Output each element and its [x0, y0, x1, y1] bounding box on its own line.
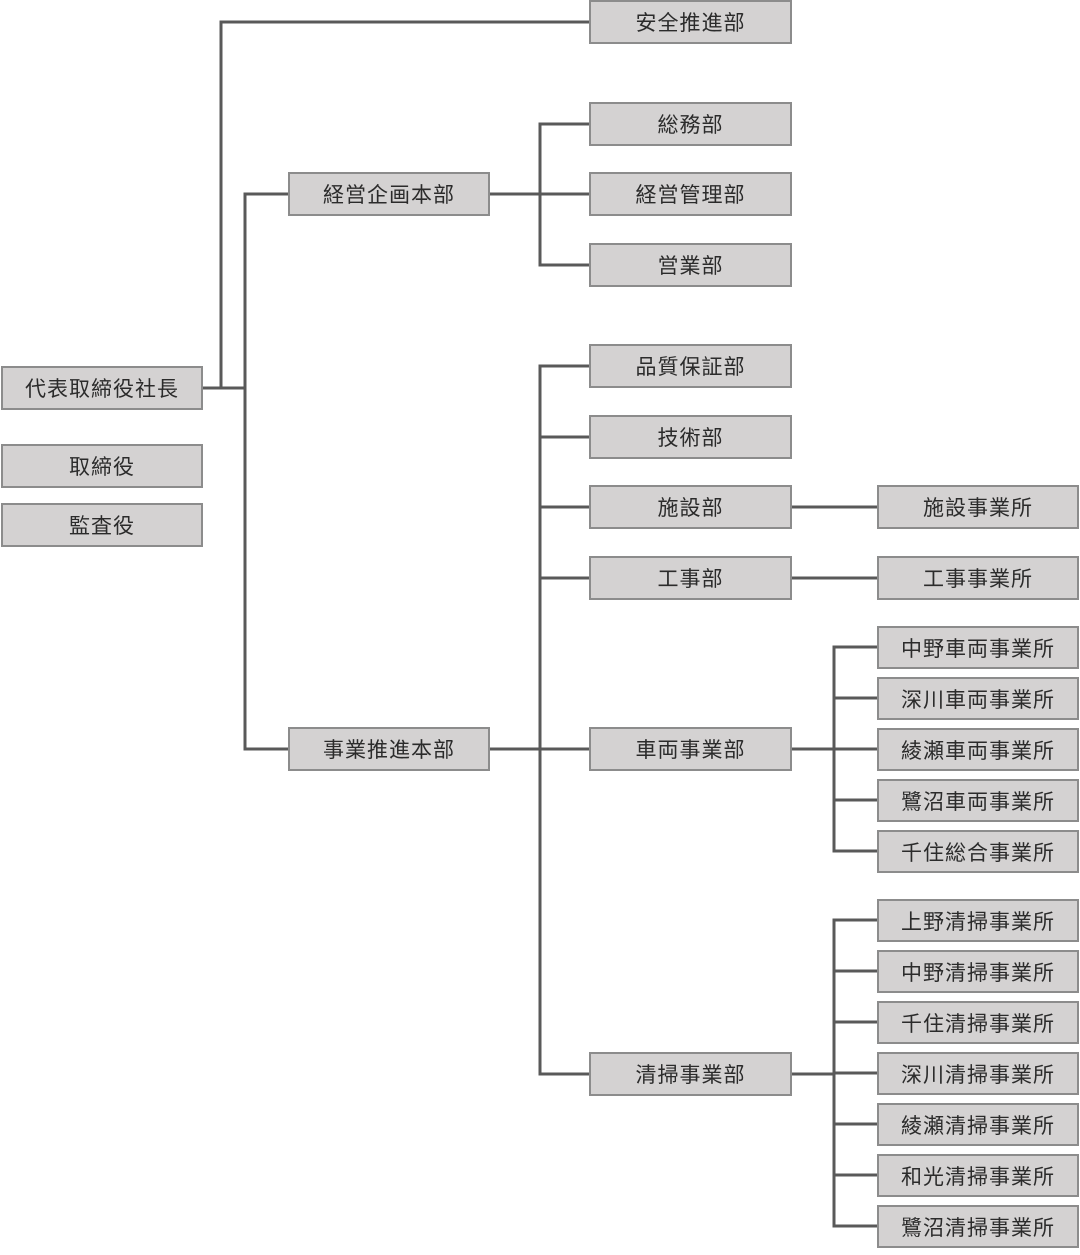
directors-box: 取締役 — [1, 444, 203, 488]
cleaning-office-box: 鷺沼清掃事業所 — [877, 1205, 1079, 1248]
vehicle-office-box: 鷺沼車両事業所 — [877, 779, 1079, 822]
cleaning-office-box: 上野清掃事業所 — [877, 899, 1079, 942]
facilities-dept-box: 施設部 — [589, 485, 792, 529]
president-box: 代表取締役社長 — [1, 366, 203, 410]
technical-dept-box: 技術部 — [589, 415, 792, 459]
cleaning-office-box: 千住清掃事業所 — [877, 1001, 1079, 1044]
vehicle-office-box: 中野車両事業所 — [877, 626, 1079, 669]
cleaning-office-box: 深川清掃事業所 — [877, 1052, 1079, 1095]
cleaning-office-box: 和光清掃事業所 — [877, 1154, 1079, 1197]
general-affairs-dept-box: 総務部 — [589, 102, 792, 146]
vehicle-office-box: 深川車両事業所 — [877, 677, 1079, 720]
construction-office-box: 工事事業所 — [877, 556, 1079, 600]
construction-dept-box: 工事部 — [589, 556, 792, 600]
cleaning-dept-box: 清掃事業部 — [589, 1052, 792, 1096]
quality-dept-box: 品質保証部 — [589, 344, 792, 388]
safety-dept-box: 安全推進部 — [589, 0, 792, 44]
cleaning-office-box: 中野清掃事業所 — [877, 950, 1079, 993]
sales-dept-box: 営業部 — [589, 243, 792, 287]
management-dept-box: 経営管理部 — [589, 172, 792, 216]
business-promotion-hq-box: 事業推進本部 — [288, 727, 490, 771]
cleaning-office-box: 綾瀬清掃事業所 — [877, 1103, 1079, 1146]
vehicle-office-box: 千住総合事業所 — [877, 830, 1079, 873]
vehicle-dept-box: 車両事業部 — [589, 727, 792, 771]
corporate-planning-hq-box: 経営企画本部 — [288, 172, 490, 216]
facilities-office-box: 施設事業所 — [877, 485, 1079, 529]
auditor-box: 監査役 — [1, 503, 203, 547]
vehicle-office-box: 綾瀬車両事業所 — [877, 728, 1079, 771]
